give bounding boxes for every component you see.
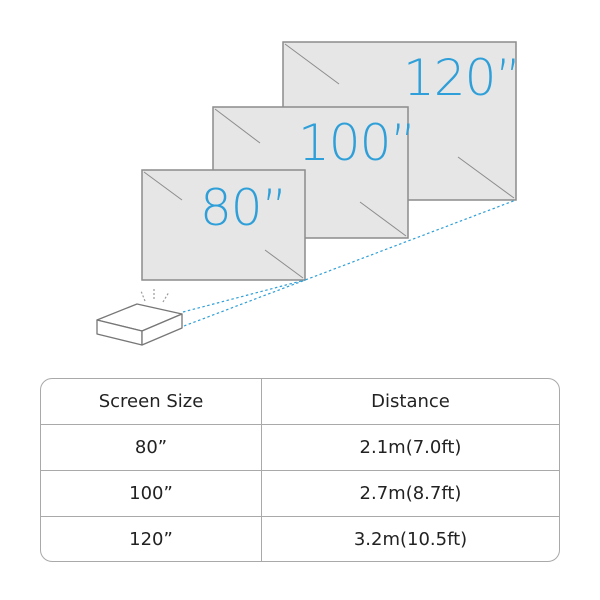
screen-size-cell: 100” bbox=[41, 471, 262, 516]
screen-80-diagonal-tl bbox=[143, 171, 183, 201]
table-header-row: Screen Size Distance bbox=[41, 379, 559, 424]
header-screen-size: Screen Size bbox=[41, 379, 262, 424]
screen-120-diagonal-tl bbox=[284, 43, 340, 85]
screen-100-label: 100” bbox=[298, 114, 415, 172]
throw-distance-table: Screen Size Distance 80” 2.1m(7.0ft) 100… bbox=[40, 378, 560, 562]
screen-120-label: 120” bbox=[403, 49, 520, 107]
screen-80: 80” bbox=[141, 169, 306, 281]
screen-size-cell: 80” bbox=[41, 425, 262, 470]
projector-icon bbox=[96, 303, 183, 346]
screen-80-panel bbox=[141, 169, 306, 281]
header-distance: Distance bbox=[371, 391, 450, 412]
table-row: 80” 2.1m(7.0ft) bbox=[41, 424, 559, 470]
light-ray-left bbox=[140, 290, 146, 302]
distance-cell: 3.2m(10.5ft) bbox=[353, 529, 468, 550]
distance-cell: 2.7m(8.7ft) bbox=[359, 483, 462, 504]
screen-100-diagonal-tl bbox=[214, 108, 261, 144]
projection-beam bbox=[182, 199, 517, 327]
beam-center-line bbox=[183, 199, 517, 327]
table-row: 120” 3.2m(10.5ft) bbox=[41, 516, 559, 561]
screen-80-label: 80” bbox=[200, 179, 287, 237]
beam-top-line bbox=[182, 279, 306, 313]
screen-120-diagonal-br bbox=[457, 156, 515, 199]
screen-80-diagonal-br bbox=[264, 249, 304, 279]
projection-diagram: 120” 100” 80” bbox=[96, 41, 521, 346]
projector-light-rays bbox=[140, 288, 170, 303]
screen-100-diagonal-br bbox=[359, 201, 407, 237]
projector-side bbox=[141, 313, 183, 346]
light-ray-right bbox=[162, 291, 170, 303]
distance-cell: 2.1m(7.0ft) bbox=[359, 437, 462, 458]
screen-size-cell: 120” bbox=[41, 517, 262, 561]
table-row: 100” 2.7m(8.7ft) bbox=[41, 470, 559, 516]
